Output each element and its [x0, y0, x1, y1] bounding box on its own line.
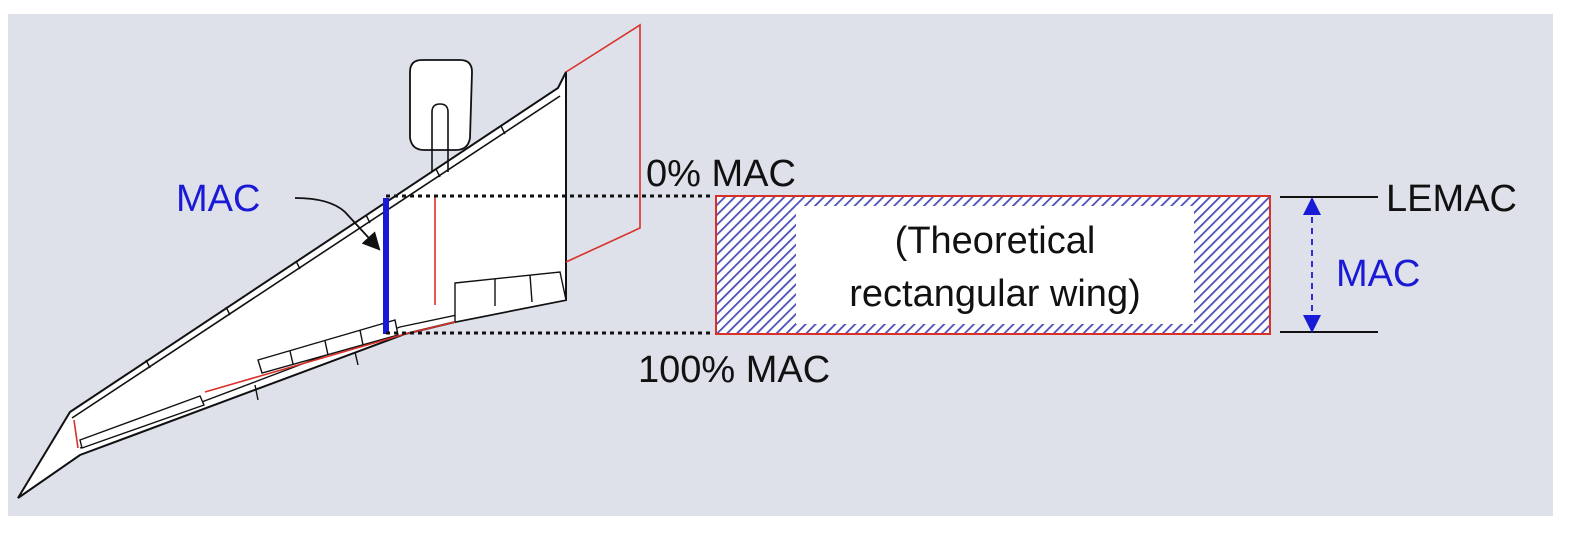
engine-nacelle: [409, 59, 473, 172]
lemac-label: LEMAC: [1386, 178, 1517, 220]
lemac-reference-lines: [1280, 196, 1378, 333]
mac-pointer-arrow: [294, 197, 381, 251]
zero-percent-mac-label: 0% MAC: [646, 153, 796, 195]
theoretical-rectangular-wing: [715, 195, 1271, 335]
slat-segments: [145, 125, 506, 369]
mac-label-right: MAC: [1336, 253, 1420, 295]
projection-lines: [386, 194, 714, 335]
mac-label-left: MAC: [176, 178, 260, 220]
hundred-percent-mac-label: 100% MAC: [638, 349, 830, 391]
theoretical-label-line2: rectangular wing): [849, 273, 1140, 315]
trailing-edge-flaps: [79, 271, 567, 449]
theoretical-label-line1: (Theoretical: [895, 220, 1096, 262]
leading-edge-slats: [71, 95, 561, 419]
swept-wing: [17, 23, 641, 499]
